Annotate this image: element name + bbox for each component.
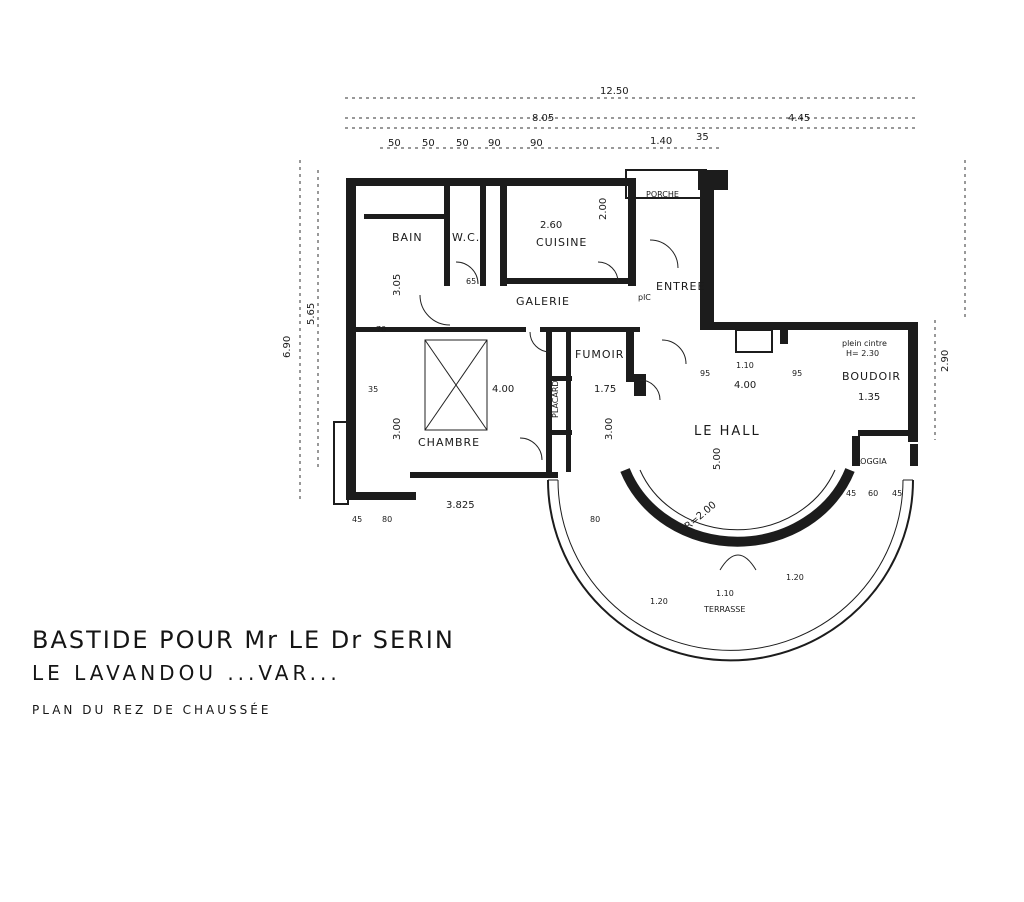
room-porche: PORCHE bbox=[646, 190, 679, 199]
dim-chambre-width: 4.00 bbox=[492, 384, 514, 395]
dim-chambre-height: 3.00 bbox=[392, 418, 403, 440]
title-line-2: LE LAVANDOU ...VAR... bbox=[32, 661, 341, 685]
dim-top-seg-3: 50 bbox=[456, 138, 469, 149]
room-loggia: LOGGIA bbox=[856, 457, 887, 466]
dim-misc-1: 35 bbox=[368, 385, 378, 394]
room-chambre: CHAMBRE bbox=[418, 436, 480, 449]
dim-hall-height: 5.00 bbox=[712, 448, 723, 470]
dim-misc-4: 95 bbox=[792, 369, 802, 378]
dim-terrace-3: 1.10 bbox=[716, 589, 734, 598]
room-fumoir: FUMOIR bbox=[575, 348, 624, 361]
room-hall: LE HALL bbox=[694, 424, 761, 439]
dim-misc-7: 65 bbox=[466, 277, 476, 286]
dim-terrace-2: 1.20 bbox=[786, 573, 804, 582]
interior-dimensions: 4.00 5.00 4.00 3.00 3.05 2.60 2.00 1.35 … bbox=[352, 198, 902, 606]
left-dimensions: 6.90 5.65 bbox=[282, 160, 319, 500]
top-dimensions: 12.50 8.05 4.45 50 50 50 90 90 1.40 35 bbox=[345, 86, 918, 149]
dim-misc-3: 95 bbox=[700, 369, 710, 378]
dim-cuisine-depth: 2.00 bbox=[598, 198, 609, 220]
room-galerie: GALERIE bbox=[516, 295, 570, 308]
dim-misc-5: 1.10 bbox=[736, 361, 754, 370]
room-cuisine: CUISINE bbox=[536, 236, 587, 249]
room-placard: PLACARD bbox=[551, 380, 560, 418]
dim-top-seg-1: 50 bbox=[388, 138, 401, 149]
dim-top-seg-7: 35 bbox=[696, 132, 709, 143]
dim-misc-2: 70 bbox=[376, 325, 386, 334]
room-bain: BAIN bbox=[392, 231, 423, 244]
note-plein-cintre: plein cintre bbox=[842, 339, 887, 348]
dim-right-height: 2.90 bbox=[940, 350, 951, 372]
dim-cuisine-area: 2.60 bbox=[540, 220, 562, 231]
room-terrasse: TERRASSE bbox=[703, 605, 745, 614]
room-wc: W.C. bbox=[452, 231, 480, 244]
hall-apse bbox=[547, 468, 914, 662]
walls bbox=[333, 169, 918, 505]
dim-top-seg-4: 90 bbox=[488, 138, 501, 149]
dim-loggia-seg-1: 45 bbox=[846, 489, 856, 498]
dim-top-seg-6: 1.40 bbox=[650, 136, 672, 147]
title-line-1: BASTIDE POUR Mr LE Dr SERIN bbox=[32, 626, 455, 654]
dim-loggia-seg-2: 60 bbox=[868, 489, 878, 498]
dim-boudoir: 1.35 bbox=[858, 392, 880, 403]
dim-hall-width: 4.00 bbox=[734, 380, 756, 391]
dim-top-seg-2: 50 bbox=[422, 138, 435, 149]
title-block: BASTIDE POUR Mr LE Dr SERIN LE LAVANDOU … bbox=[32, 626, 455, 717]
door-swings bbox=[419, 239, 687, 461]
dim-terrace-1: 1.20 bbox=[650, 597, 668, 606]
dim-fumoir: 1.75 bbox=[594, 384, 616, 395]
dim-right-width: 4.45 bbox=[788, 113, 810, 124]
title-line-3: PLAN DU REZ DE CHAUSSÉE bbox=[32, 702, 271, 717]
room-labels: BAIN W.C. CUISINE PORCHE ENTREE GALERIE … bbox=[392, 190, 901, 614]
note-hauteur: H= 2.30 bbox=[846, 349, 879, 358]
note-plc: plC bbox=[638, 293, 651, 302]
dim-loggia-seg-3: 45 bbox=[892, 489, 902, 498]
dim-bottom-seg-2: 80 bbox=[382, 515, 392, 524]
room-boudoir: BOUDOIR bbox=[842, 370, 901, 383]
dim-bottom-seg-1: 45 bbox=[352, 515, 362, 524]
dim-left-width: 8.05 bbox=[532, 113, 554, 124]
dim-bottom-width: 3.825 bbox=[446, 500, 475, 511]
dim-top-seg-5: 90 bbox=[530, 138, 543, 149]
dim-bain-height: 3.05 bbox=[392, 274, 403, 296]
dim-left-height-outer: 6.90 bbox=[282, 336, 293, 358]
dim-misc-6: 80 bbox=[590, 515, 600, 524]
room-entree: ENTREE bbox=[656, 280, 705, 293]
dim-left-height-inner: 5.65 bbox=[306, 303, 317, 325]
dim-fumoir-height: 3.00 bbox=[604, 418, 615, 440]
chambre-furniture bbox=[424, 339, 488, 431]
right-dimensions: 2.90 bbox=[934, 160, 966, 440]
annotations: plein cintre H= 2.30 plC bbox=[638, 293, 887, 358]
dim-total-width: 12.50 bbox=[600, 86, 629, 97]
